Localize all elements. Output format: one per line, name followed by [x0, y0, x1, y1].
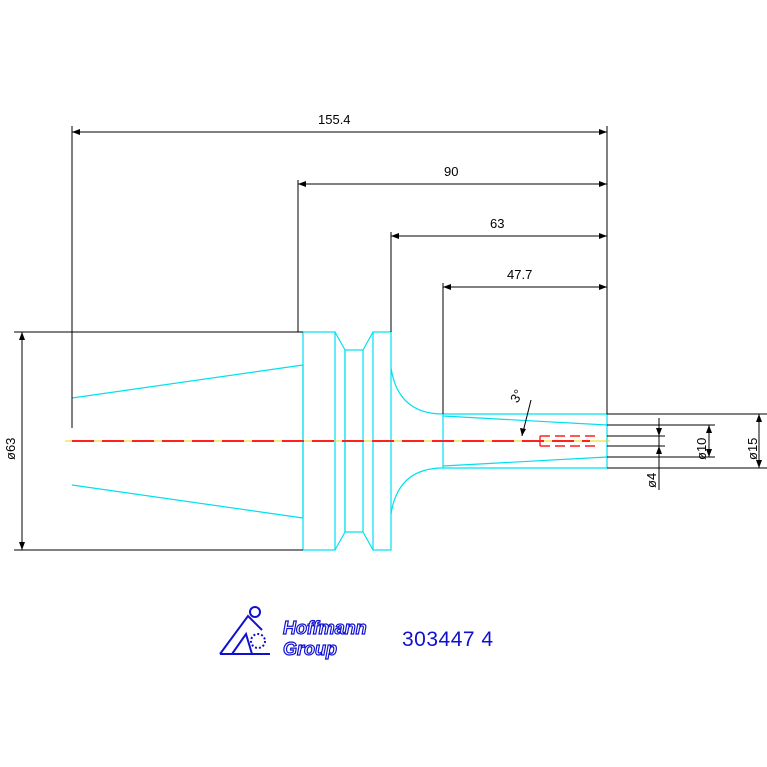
dim-length-47-7: 47.7	[507, 267, 532, 282]
centerlines	[65, 435, 610, 447]
bore-hidden-lines	[539, 435, 600, 447]
collet-taper-top	[442, 415, 608, 426]
dim-diameter-63: ø63	[3, 438, 18, 460]
shank-fillet-top	[390, 367, 444, 415]
hoffmann-group-logo: Hoffmann Group	[219, 606, 367, 660]
dim-angle: 3°	[507, 387, 526, 405]
dim-diameter-4: ø4	[644, 473, 659, 488]
dimension-arrows	[19, 129, 762, 550]
dim-overall-length: 155.4	[318, 112, 351, 127]
dim-length-63: 63	[490, 216, 504, 231]
logo-mark-icon	[219, 606, 270, 655]
tool-holder-outline	[71, 331, 608, 551]
shank-fillet-bottom	[390, 467, 444, 515]
collet-taper-bottom	[442, 456, 608, 467]
part-number: 303447 4	[402, 628, 494, 651]
dim-diameter-15: ø15	[745, 438, 760, 460]
dim-diameter-10: ø10	[694, 438, 709, 460]
flange-groove-right	[362, 331, 374, 551]
logo-brand-line2: Group	[283, 639, 337, 659]
logo-brand-line1: Hoffmann	[283, 618, 367, 638]
dim-length-90: 90	[444, 164, 458, 179]
